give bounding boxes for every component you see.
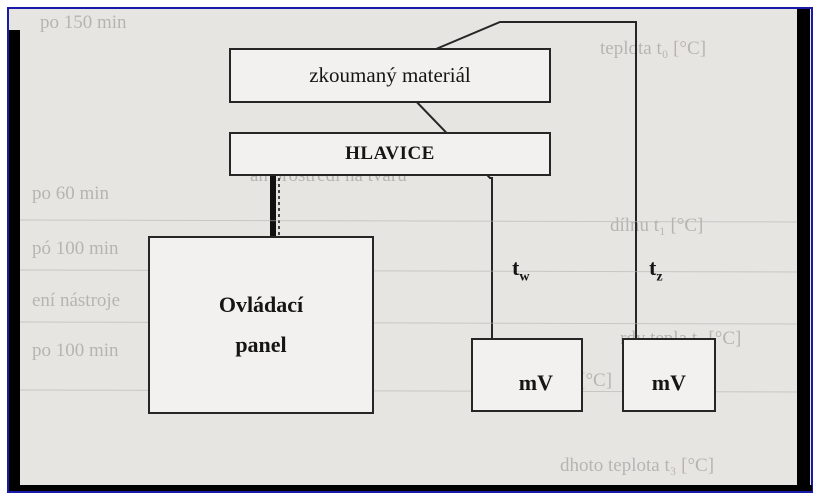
meter-left-label: mV — [518, 370, 553, 395]
meter-right-label: mV — [651, 370, 686, 395]
head-box: HLAVICE — [229, 132, 551, 176]
millivoltmeter-right: mV — [622, 338, 716, 412]
label-tw: tw — [512, 255, 529, 285]
head-label: HLAVICE — [345, 143, 435, 164]
head-panel-connector — [270, 176, 276, 238]
frame-shadow-right — [797, 9, 810, 491]
label-tw-base: t — [512, 255, 520, 280]
ghost-text: teplota t₀ [°C] — [600, 38, 707, 59]
label-tw-sub: w — [519, 269, 530, 285]
panel-label-line1: Ovládací — [218, 292, 304, 317]
material-box: zkoumaný materiál — [229, 48, 551, 103]
frame-shadow-bottom — [9, 485, 812, 491]
ghost-text: dílnu t₁ [°C] — [610, 215, 704, 236]
ghost-text: dhoto teplota t₃ [°C] — [560, 455, 715, 476]
label-tz: tz — [649, 255, 663, 285]
wire-tz — [409, 21, 637, 340]
ghost-text: po 150 min — [40, 12, 127, 33]
millivoltmeter-left: mV — [471, 338, 583, 412]
label-tz-base: t — [649, 255, 657, 280]
frame-shadow-left — [9, 30, 20, 491]
ghost-text: po 100 min — [32, 340, 119, 361]
ghost-text: pó 100 min — [32, 238, 119, 259]
ghost-text: ení nástroje — [32, 290, 121, 311]
material-label: zkoumaný materiál — [309, 63, 471, 87]
ghost-text: po 60 min — [32, 183, 110, 204]
label-tz-sub: z — [656, 269, 663, 285]
control-panel-box: Ovládací panel — [148, 236, 374, 414]
panel-label-line2: panel — [235, 332, 287, 357]
